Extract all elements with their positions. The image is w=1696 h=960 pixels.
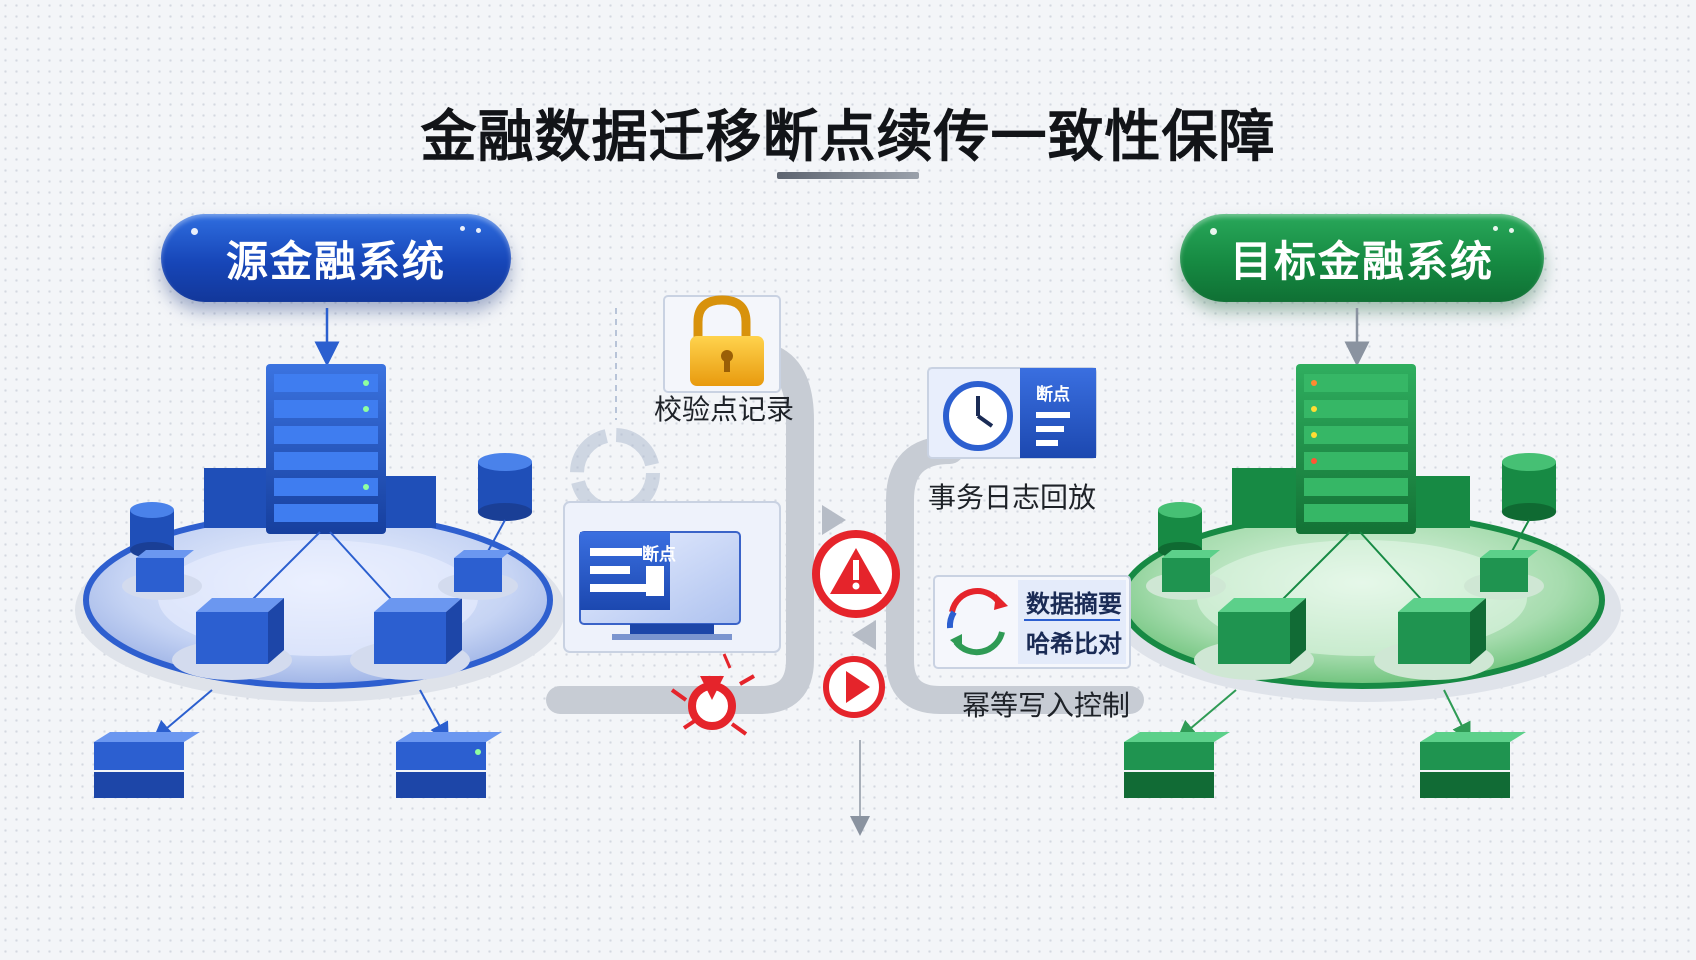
edge-server-icon xyxy=(1420,732,1526,798)
data-node-cube xyxy=(350,598,470,680)
edge-arrow xyxy=(419,689,449,743)
sync-ring-icon xyxy=(570,428,660,518)
lock-icon-shackle xyxy=(693,295,751,338)
database-icon xyxy=(478,453,532,521)
badge-sparkle xyxy=(476,228,481,233)
server-rack xyxy=(1412,476,1470,528)
data-node-cube xyxy=(172,598,292,680)
play-icon xyxy=(823,656,885,718)
source-rack-cluster xyxy=(204,364,436,534)
server-unit xyxy=(1304,452,1408,470)
data-node-cube xyxy=(1194,598,1314,680)
interrupt-icon xyxy=(670,653,755,736)
data-node-cube xyxy=(122,550,202,600)
server-unit xyxy=(274,452,378,470)
edge-server-icon xyxy=(1124,732,1230,798)
data-node-cube xyxy=(1146,550,1226,600)
server-unit xyxy=(274,426,378,444)
data-digest-label: 数据摘要 xyxy=(1026,590,1122,618)
idempotent-write-label: 幂等写入控制 xyxy=(962,689,1131,722)
center-flow xyxy=(546,295,1144,836)
target-system-badge: 目标金融系统 xyxy=(1180,214,1544,302)
flow-arrow-head xyxy=(852,620,876,650)
title-underline xyxy=(777,172,919,179)
breakpoint-log-label: 断点 xyxy=(1036,385,1070,405)
server-unit xyxy=(1304,374,1408,392)
badge-sparkle xyxy=(1509,228,1514,233)
server-unit xyxy=(274,374,378,392)
status-led xyxy=(1311,406,1317,412)
server-rack xyxy=(204,468,274,528)
status-led xyxy=(1311,380,1317,386)
edge-arrow xyxy=(1443,689,1471,743)
alert-icon xyxy=(812,530,900,618)
edge-server-icon xyxy=(94,732,200,798)
server-unit xyxy=(274,400,378,418)
server-unit xyxy=(274,504,378,522)
breakpoint-card-label: 断点 xyxy=(642,545,676,565)
database-icon xyxy=(1158,502,1202,558)
server-unit xyxy=(1304,400,1408,418)
badge-sparkle xyxy=(1210,228,1217,235)
clock-log-card xyxy=(927,367,1097,459)
badge-sparkle xyxy=(191,228,198,235)
data-node-cube xyxy=(1464,550,1544,600)
lock-card xyxy=(663,295,781,393)
server-unit xyxy=(274,478,378,496)
page-title: 金融数据迁移断点续传一致性保障 xyxy=(420,105,1276,170)
monitor-stand xyxy=(630,624,714,634)
status-led xyxy=(363,380,369,386)
checkpoint-record-label: 校验点记录 xyxy=(654,393,795,426)
breakpoint-monitor-card xyxy=(563,501,781,653)
transaction-log-replay-label: 事务日志回放 xyxy=(928,481,1097,514)
status-led xyxy=(363,406,369,412)
badge-sparkle xyxy=(460,226,465,231)
hash-compare-label: 哈希比对 xyxy=(1026,630,1122,658)
badge-sparkle xyxy=(1493,226,1498,231)
data-node-cube xyxy=(1374,598,1494,680)
flow-arrow-head xyxy=(822,505,846,535)
database-icon xyxy=(1502,453,1556,521)
server-rack xyxy=(380,476,436,528)
status-led xyxy=(1311,458,1317,464)
server-rack xyxy=(1232,468,1302,528)
database-icon xyxy=(130,502,174,558)
status-led xyxy=(1311,432,1317,438)
target-cluster xyxy=(1111,308,1621,798)
source-system-label: 源金融系统 xyxy=(225,236,446,286)
target-system-label: 目标金融系统 xyxy=(1229,236,1494,286)
flow-band-right xyxy=(886,436,1144,714)
edge-arrow xyxy=(1176,689,1237,741)
source-cluster xyxy=(75,308,565,798)
edge-server-icon xyxy=(396,732,502,798)
refresh-icon xyxy=(946,588,1008,656)
data-node-cube xyxy=(438,550,518,600)
edge-arrow xyxy=(152,689,213,741)
server-unit xyxy=(1304,504,1408,522)
server-unit xyxy=(1304,426,1408,444)
status-led xyxy=(363,484,369,490)
server-unit xyxy=(1304,478,1408,496)
source-system-badge: 源金融系统 xyxy=(161,214,511,302)
hash-compare-card xyxy=(933,575,1131,669)
target-rack-cluster xyxy=(1232,364,1470,534)
